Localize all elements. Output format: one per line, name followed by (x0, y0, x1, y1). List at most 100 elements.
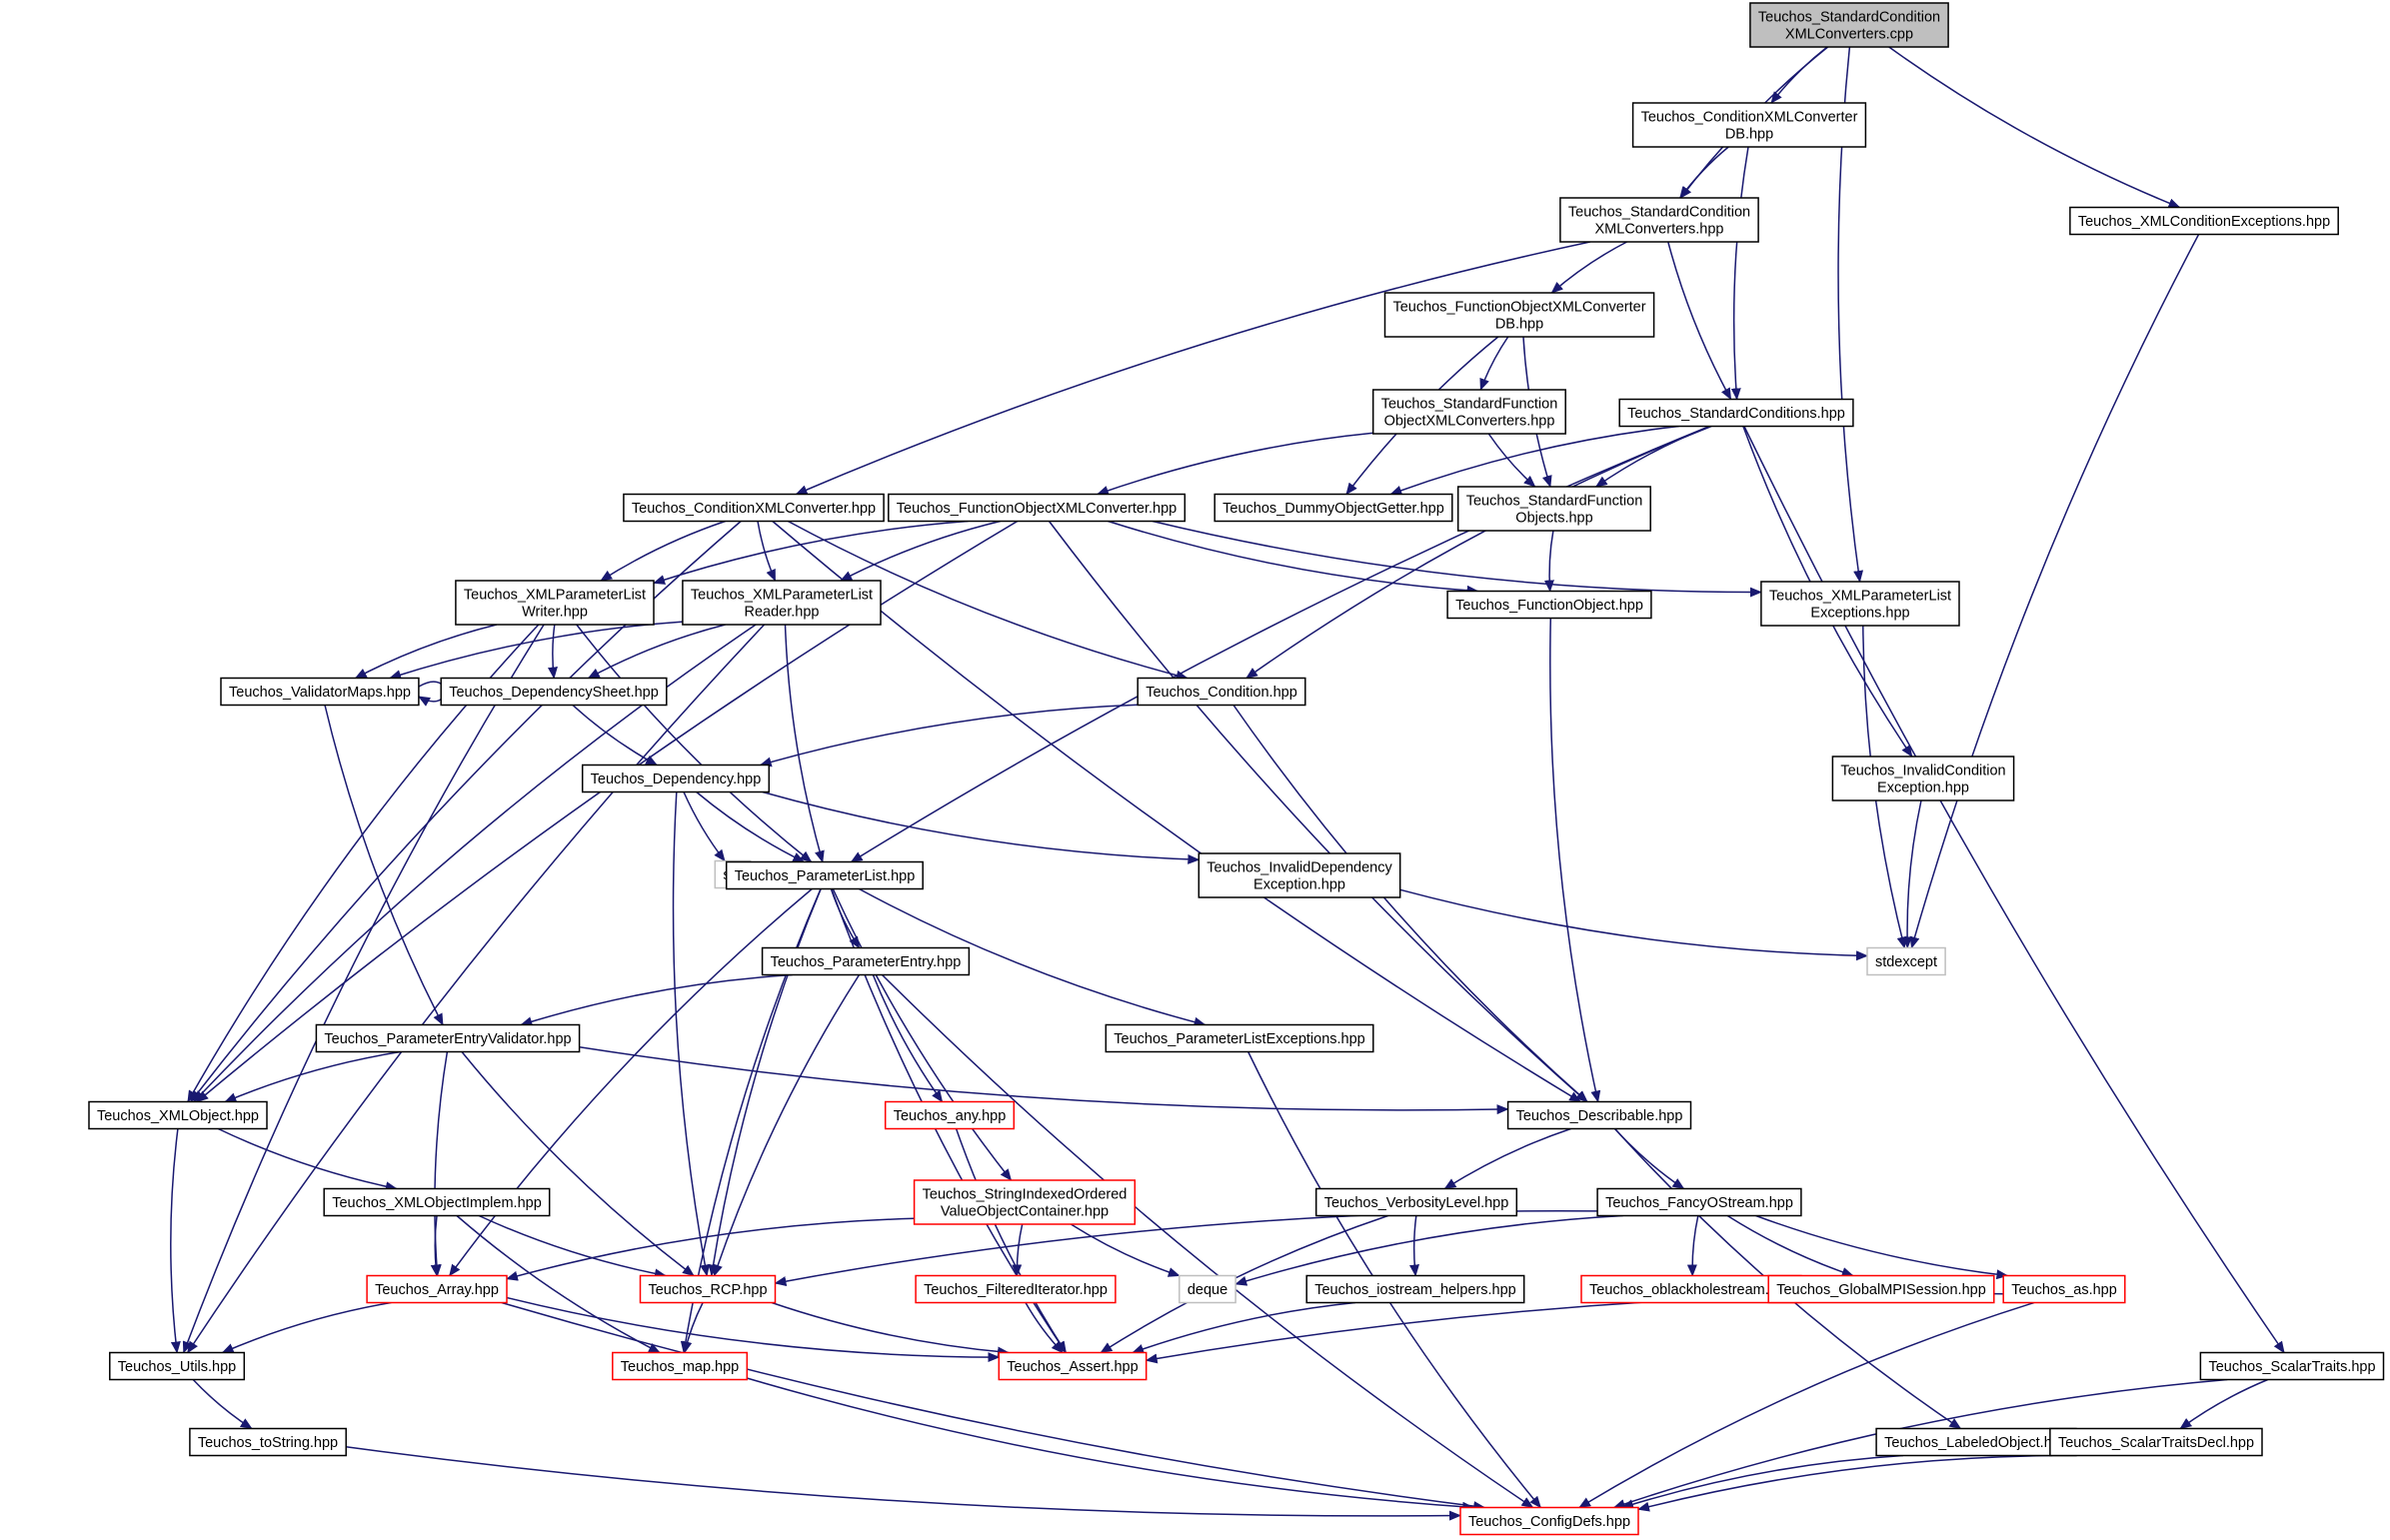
node-any[interactable]: Teuchos_any.hpp (884, 1100, 1016, 1130)
node-pev[interactable]: Teuchos_ParameterEntryValidator.hpp (315, 1023, 581, 1053)
node-root[interactable]: Teuchos_StandardConditionXMLConverters.c… (1749, 2, 1949, 48)
node-label: Teuchos_ScalarTraits.hpp (2208, 1359, 2375, 1375)
node-box (2199, 1351, 2385, 1381)
node-as[interactable]: Teuchos_as.hpp (2002, 1274, 2126, 1304)
node-box (88, 1100, 268, 1130)
node-ioh[interactable]: Teuchos_iostream_helpers.hpp (1305, 1274, 1525, 1304)
node-pe[interactable]: Teuchos_ParameterEntry.hpp (761, 946, 971, 976)
node-label: Teuchos_FunctionObject.hpp (1455, 598, 1643, 614)
edge-as-to-cdefs (1578, 1301, 2035, 1509)
node-deque[interactable]: deque (1179, 1274, 1236, 1304)
node-label: Teuchos_XMLParameterList (1769, 588, 1951, 604)
edge-utils-to-ts (192, 1378, 253, 1430)
node-vl[interactable]: Teuchos_VerbosityLevel.hpp (1314, 1187, 1518, 1217)
node-fo[interactable]: Teuchos_FunctionObject.hpp (1446, 590, 1652, 620)
node-label: Teuchos_ConditionXMLConverter.hpp (632, 501, 876, 517)
node-cdefs[interactable]: Teuchos_ConfigDefs.hpp (1459, 1506, 1639, 1536)
node-st[interactable]: Teuchos_ScalarTraits.hpp (2199, 1351, 2385, 1381)
node-gmpi[interactable]: Teuchos_GlobalMPISession.hpp (1767, 1274, 1995, 1304)
node-label: Teuchos_toString.hpp (198, 1435, 338, 1451)
node-box (1831, 756, 2015, 801)
node-box (189, 1427, 347, 1457)
node-label: Teuchos_StandardConditions.hpp (1627, 406, 1845, 422)
node-label: Teuchos_DummyObjectGetter.hpp (1222, 501, 1444, 517)
edge-pl-to-rcp (708, 888, 822, 1277)
edge-fos-to-gmpi (1726, 1214, 1854, 1277)
node-box (1105, 1023, 1374, 1053)
node-desc[interactable]: Teuchos_Describable.hpp (1506, 1100, 1692, 1130)
node-lo[interactable]: Teuchos_LabeledObject.hpp (1875, 1427, 2077, 1457)
node-box (913, 1179, 1137, 1225)
node-sfoxc[interactable]: Teuchos_StandardFunctionObjectXMLConvert… (1371, 389, 1566, 435)
node-box (2069, 206, 2339, 236)
node-map[interactable]: Teuchos_map.hpp (612, 1351, 749, 1381)
node-box (1618, 398, 1854, 428)
edge-foxc-to-xplr (840, 520, 1001, 582)
edge-ioh-to-assert (1132, 1301, 1355, 1354)
node-fos[interactable]: Teuchos_FancyOStream.hpp (1596, 1187, 1802, 1217)
edge-xplw-to-pl (576, 624, 813, 863)
node-arr[interactable]: Teuchos_Array.hpp (366, 1274, 508, 1304)
edge-fos-to-obh (1686, 1215, 1699, 1277)
edge-sioc-to-deque (1070, 1223, 1181, 1277)
node-ds[interactable]: Teuchos_DependencySheet.hpp (440, 677, 668, 707)
node-label: Teuchos_ParameterEntry.hpp (771, 954, 962, 970)
edge-ide-to-stdexcept (1399, 888, 1868, 961)
node-assert[interactable]: Teuchos_Assert.hpp (998, 1351, 1148, 1381)
node-cxc[interactable]: Teuchos_ConditionXMLConverter.hpp (623, 493, 885, 523)
node-scxh[interactable]: Teuchos_StandardConditionXMLConverters.h… (1559, 197, 1759, 243)
node-pl[interactable]: Teuchos_ParameterList.hpp (725, 860, 924, 890)
node-stdecl[interactable]: Teuchos_ScalarTraitsDecl.hpp (2049, 1427, 2263, 1457)
node-label: DB.hpp (1725, 126, 1773, 142)
edge-fos-to-as (1755, 1214, 2009, 1280)
node-label: Exceptions.hpp (1810, 605, 1909, 621)
edge-dep-to-set (683, 791, 726, 862)
node-label: Teuchos_FunctionObjectXMLConverter (1392, 299, 1645, 315)
node-box (1383, 292, 1655, 338)
node-box (1314, 1187, 1518, 1217)
node-cond[interactable]: Teuchos_Condition.hpp (1137, 677, 1306, 707)
node-vm[interactable]: Teuchos_ValidatorMaps.hpp (220, 677, 420, 707)
node-ple[interactable]: Teuchos_ParameterListExceptions.hpp (1105, 1023, 1374, 1053)
nodes-layer: Teuchos_StandardConditionXMLConverters.c… (88, 2, 2385, 1536)
edge-pe-to-pev (520, 973, 793, 1027)
node-utils[interactable]: Teuchos_Utils.hpp (109, 1351, 246, 1381)
node-label: Teuchos_XMLObject.hpp (97, 1108, 259, 1124)
edge-xce-to-stdexcept (1909, 234, 2200, 949)
node-ts[interactable]: Teuchos_toString.hpp (189, 1427, 347, 1457)
node-box (1760, 581, 1960, 627)
node-dep[interactable]: Teuchos_Dependency.hpp (581, 764, 771, 793)
node-sioc[interactable]: Teuchos_StringIndexedOrderedValueObjectC… (913, 1179, 1137, 1225)
node-obh[interactable]: Teuchos_oblackholestream.hpp (1580, 1274, 1802, 1304)
node-foxc[interactable]: Teuchos_FunctionObjectXMLConverter.hpp (888, 493, 1187, 523)
node-xce[interactable]: Teuchos_XMLConditionExceptions.hpp (2069, 206, 2339, 236)
node-label: Teuchos_GlobalMPISession.hpp (1776, 1282, 1986, 1298)
node-stdexcept[interactable]: stdexcept (1866, 946, 1946, 976)
edge-pe-to-any (872, 974, 944, 1103)
edge-fo-to-desc (1549, 618, 1601, 1103)
node-label: Teuchos_StringIndexedOrdered (923, 1186, 1128, 1202)
node-box (761, 946, 971, 976)
node-box (915, 1274, 1117, 1304)
edge-pev-to-xo (224, 1050, 401, 1103)
node-fi[interactable]: Teuchos_FilteredIterator.hpp (915, 1274, 1117, 1304)
node-rcp[interactable]: Teuchos_RCP.hpp (639, 1274, 777, 1304)
edge-rcp-to-map (682, 1302, 704, 1354)
edge-pl-to-sioc (832, 888, 1013, 1181)
edge-sfo-to-fo (1543, 530, 1554, 593)
edge-any-to-assert (955, 1128, 1068, 1354)
node-sc[interactable]: Teuchos_StandardConditions.hpp (1618, 398, 1854, 428)
node-xo[interactable]: Teuchos_XMLObject.hpp (88, 1100, 268, 1130)
node-xoi[interactable]: Teuchos_XMLObjectImplem.hpp (323, 1187, 551, 1217)
edge-fi-to-assert (1025, 1302, 1064, 1354)
node-dog[interactable]: Teuchos_DummyObjectGetter.hpp (1213, 493, 1453, 523)
edge-cxc-to-xplr (757, 521, 777, 582)
